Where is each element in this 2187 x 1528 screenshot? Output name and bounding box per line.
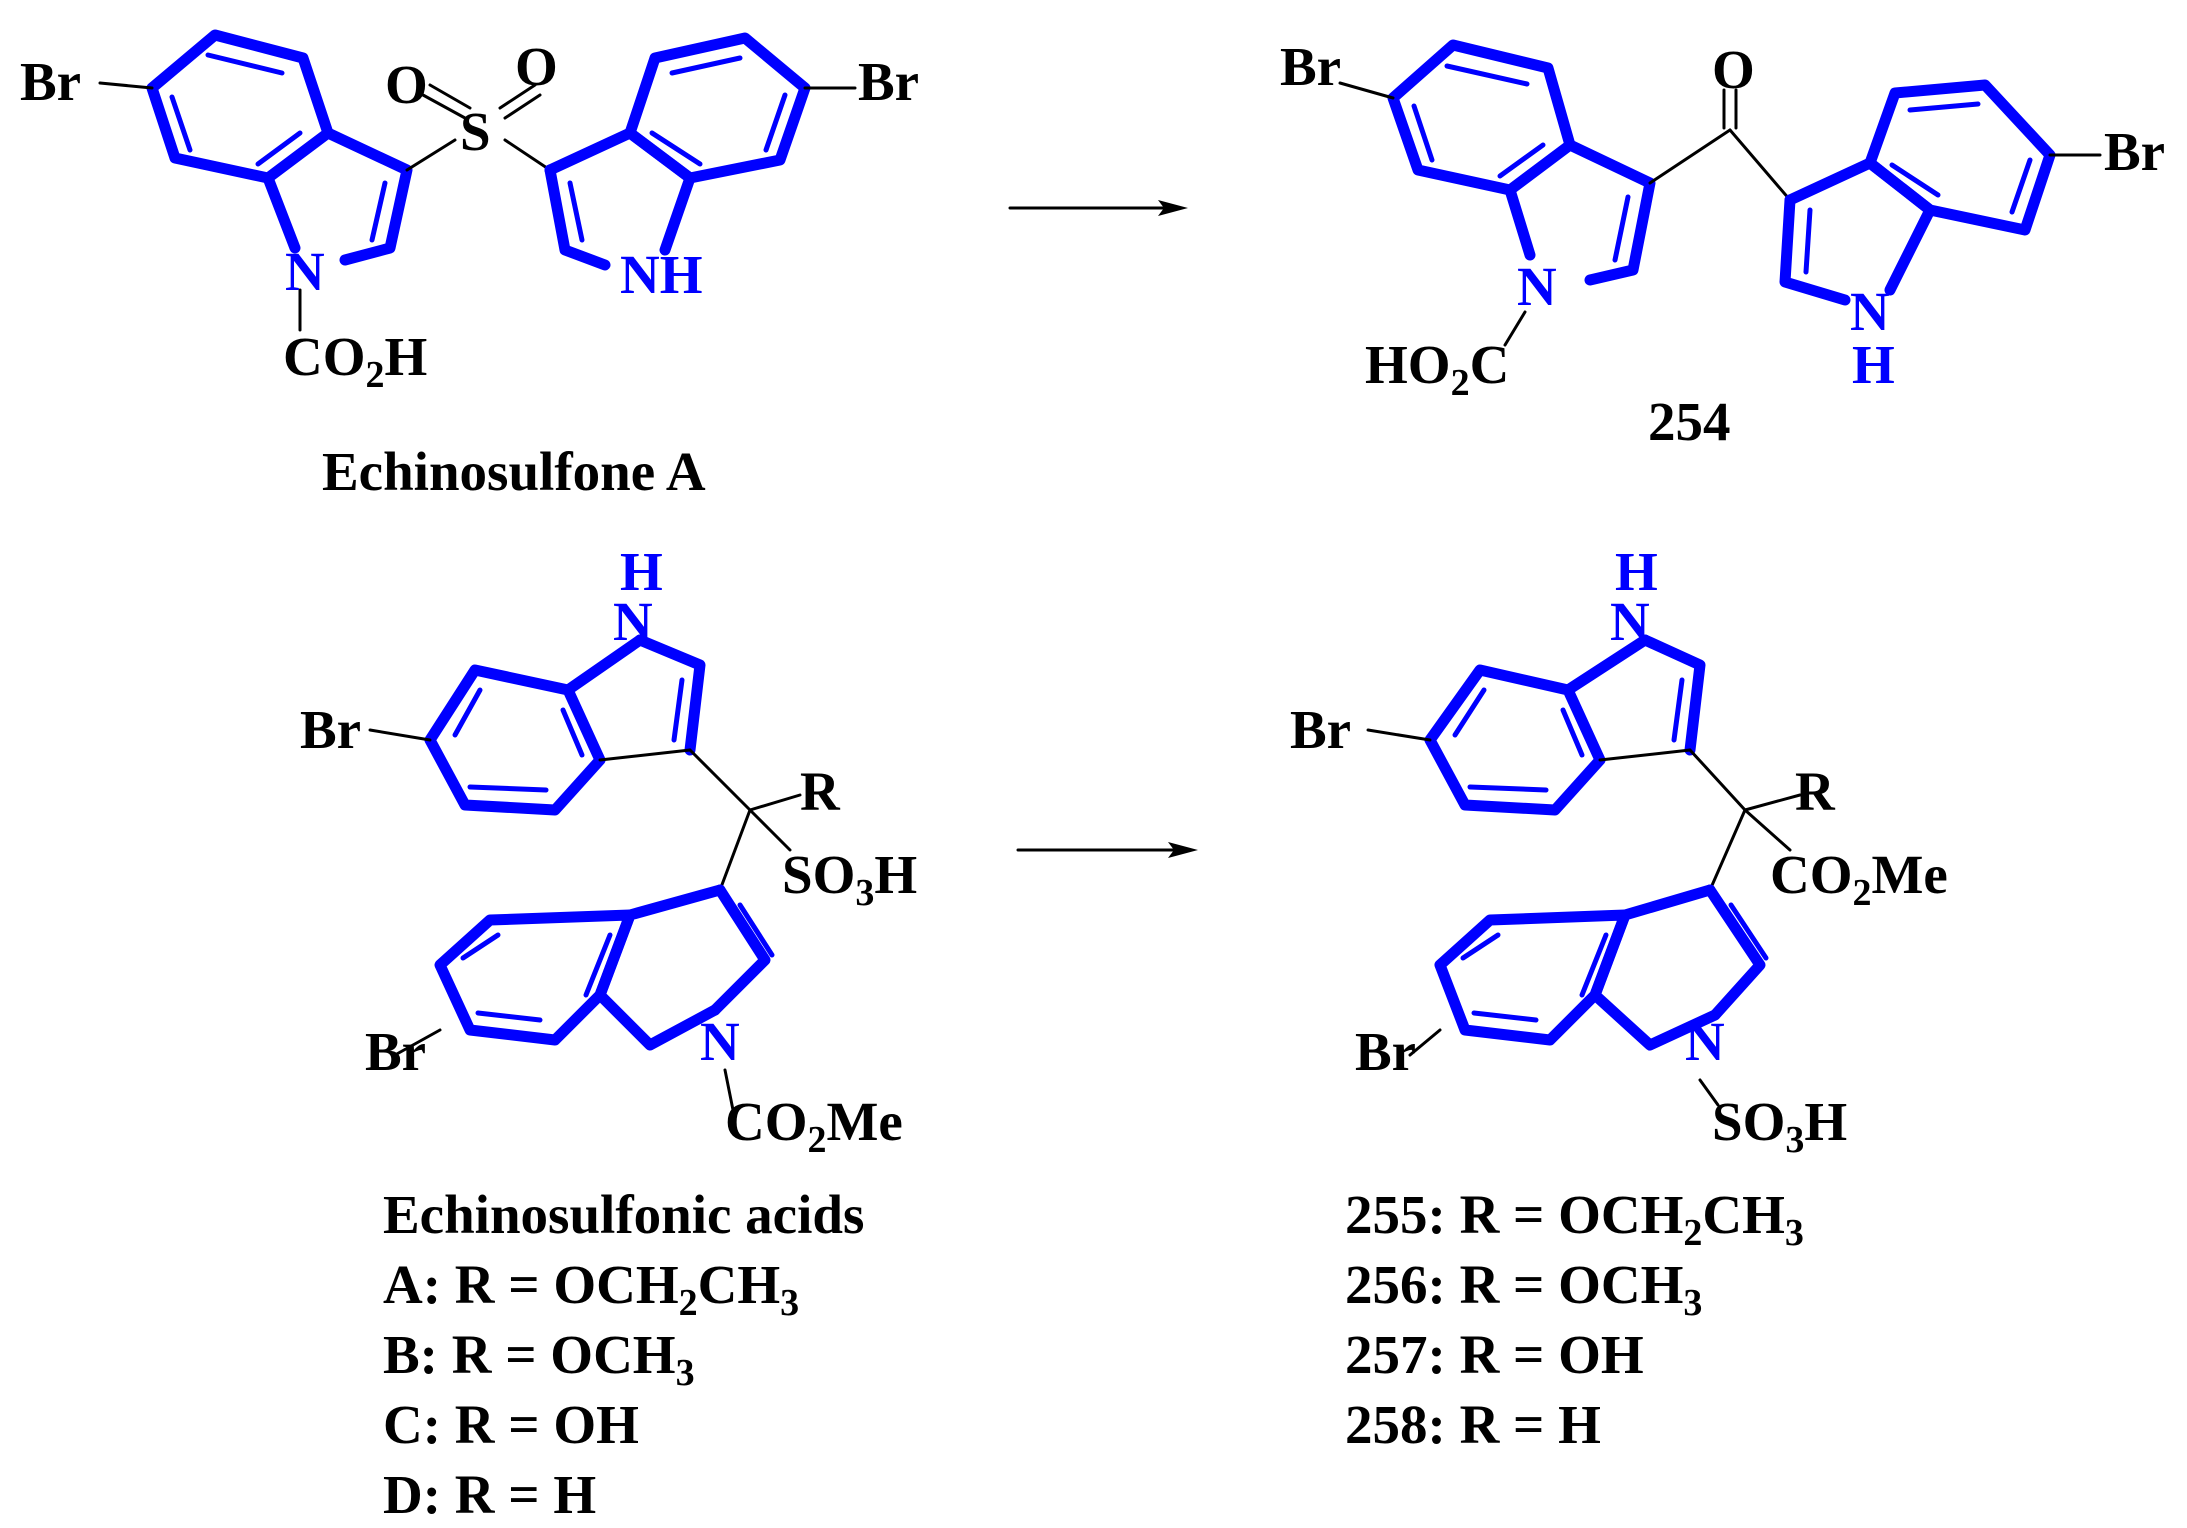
indole-nitrogen-right-254: N	[1850, 281, 1890, 342]
product-variant-257: 257: R = OH	[1345, 1324, 1644, 1385]
product-variant-256: 256: R = OCH3	[1345, 1254, 1702, 1324]
acids-variant-a: A: R = OCH2CH3	[383, 1254, 799, 1324]
indole-nitrogen-top-acids: N	[613, 591, 653, 652]
r-group-products: R	[1795, 761, 1836, 822]
sulfonyl-oxygen-left: O	[385, 54, 428, 115]
compound-254-label: 254	[1648, 391, 1731, 452]
product-variant-255: 255: R = OCH2CH3	[1345, 1184, 1804, 1254]
indole-nitrogen-left: N	[285, 241, 325, 302]
echinosulfonic-acids-structure: H N Br R SO3H Br N CO2Me	[300, 541, 917, 1161]
co2me-group-acids: CO2Me	[725, 1091, 903, 1161]
acids-variant-c: C: R = OH	[383, 1394, 639, 1455]
indole-h-top-products: H	[1615, 541, 1658, 602]
br-left-atom-254: Br	[1280, 36, 1341, 97]
indole-nitrogen-top-products: N	[1610, 591, 1650, 652]
br-right-atom-254: Br	[2104, 121, 2165, 182]
indole-nitrogen-254: N	[1517, 256, 1557, 317]
indole-h-right-254: H	[1852, 334, 1895, 395]
echinosulfone-a-label: Echinosulfone A	[322, 441, 706, 502]
br-top-products: Br	[1290, 699, 1351, 760]
co2me-group-products: CO2Me	[1770, 844, 1948, 914]
product-variant-list: 255: R = OCH2CH3 256: R = OCH3 257: R = …	[1345, 1184, 1804, 1455]
br-right-atom: Br	[858, 51, 919, 112]
echinosulfone-a-structure: Br O O S Br N NH CO2H	[20, 29, 919, 396]
indole-nitrogen-bottom-acids: N	[700, 1011, 740, 1072]
reaction-arrow-top	[1008, 200, 1188, 216]
sulfonyl-oxygen-right: O	[515, 36, 558, 97]
compound-254-structure: Br O Br N N H HO2C	[1280, 36, 2165, 404]
acids-variant-d: D: R = H	[383, 1464, 596, 1525]
acids-variant-list: A: R = OCH2CH3 B: R = OCH3 C: R = OH D: …	[383, 1254, 799, 1525]
reaction-arrow-bottom	[1016, 842, 1198, 858]
so3h-group-acids: SO3H	[782, 844, 917, 914]
ho2c-group: HO2C	[1365, 334, 1509, 404]
br-left-atom: Br	[20, 51, 81, 112]
br-bottom-acids: Br	[365, 1021, 426, 1082]
sulfonyl-sulfur: S	[460, 101, 491, 162]
r-group-acids: R	[800, 761, 841, 822]
br-bottom-products: Br	[1355, 1021, 1416, 1082]
product-variant-258: 258: R = H	[1345, 1394, 1601, 1455]
so3h-group-products: SO3H	[1712, 1091, 1847, 1161]
carbonyl-oxygen-254: O	[1712, 39, 1755, 100]
echinosulfonic-acids-label: Echinosulfonic acids	[383, 1184, 864, 1245]
indole-nh-right: NH	[620, 244, 703, 305]
compounds-255-258-structure: H N Br R CO2Me Br N SO3H	[1290, 541, 1948, 1161]
acids-variant-b: B: R = OCH3	[383, 1324, 695, 1394]
br-top-acids: Br	[300, 699, 361, 760]
indole-h-top-acids: H	[620, 541, 663, 602]
co2h-group: CO2H	[283, 326, 427, 396]
indole-nitrogen-bottom-products: N	[1685, 1011, 1725, 1072]
